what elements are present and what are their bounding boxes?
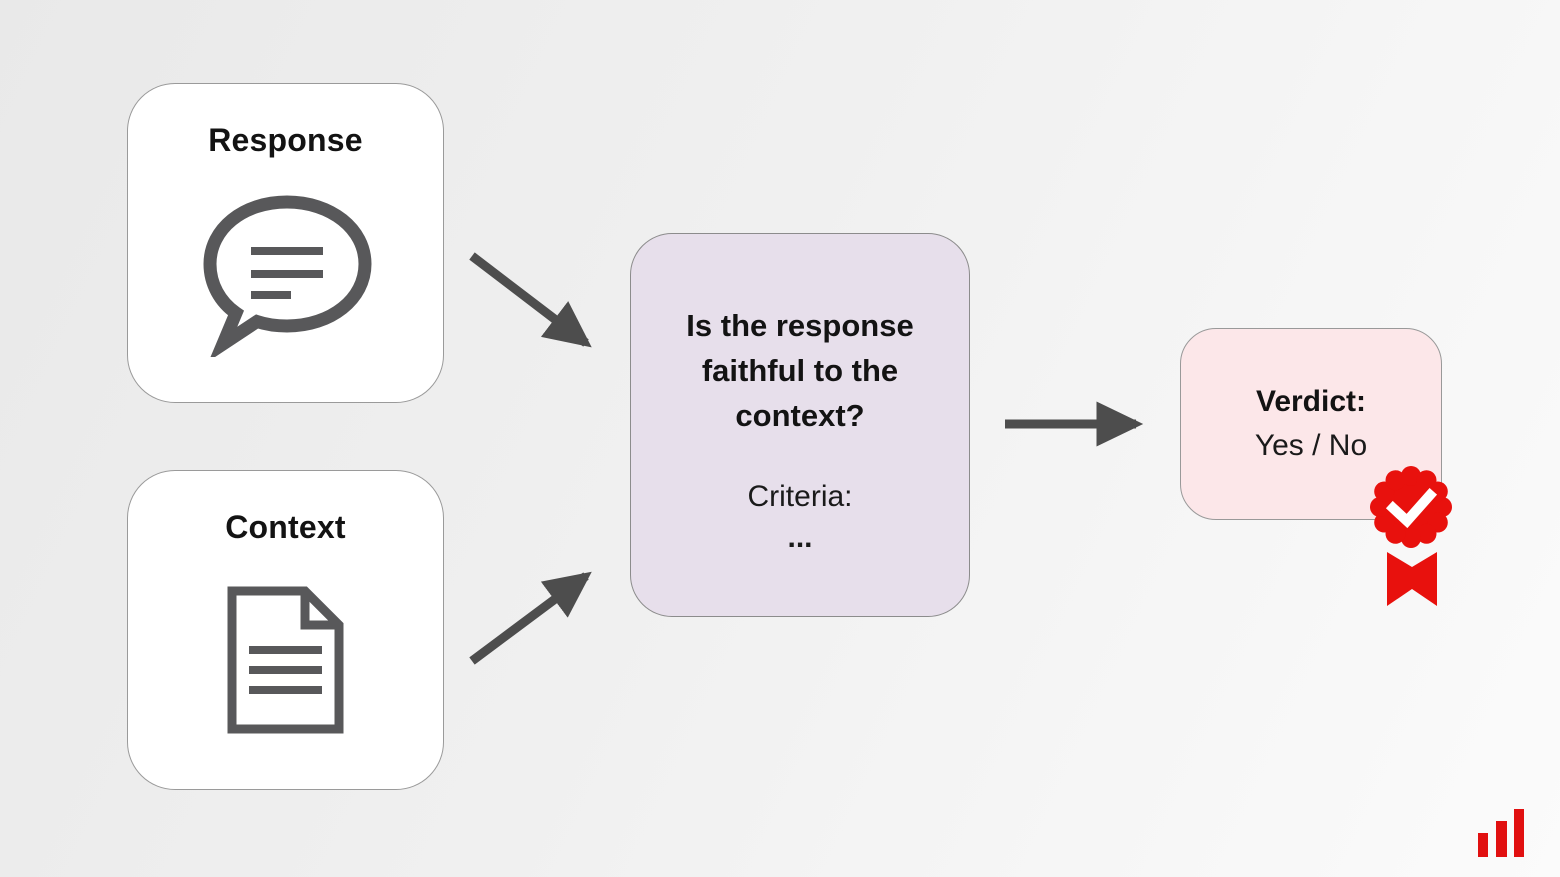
response-node: Response xyxy=(127,83,444,403)
judge-criteria-label: Criteria: xyxy=(747,479,853,513)
context-node-title: Context xyxy=(225,509,346,545)
response-node-title: Response xyxy=(208,122,363,158)
verdict-label: Verdict: xyxy=(1255,385,1367,418)
verdict-value: Yes / No xyxy=(1254,429,1368,462)
speech-bubble-icon xyxy=(197,159,375,402)
context-node: Context xyxy=(127,470,444,790)
judge-criteria-ellipsis: ... xyxy=(787,520,813,554)
judge-question: Is the response faithful to the context? xyxy=(686,307,914,433)
award-ribbon xyxy=(1387,552,1437,606)
judge-node: Is the response faithful to the context?… xyxy=(630,233,970,617)
arrow-context-to-judge xyxy=(469,571,592,665)
document-icon xyxy=(223,546,348,789)
bar-chart-logo-icon xyxy=(1478,809,1524,857)
arrow-response-to-judge xyxy=(469,252,592,348)
award-badge-icon xyxy=(1370,466,1452,606)
